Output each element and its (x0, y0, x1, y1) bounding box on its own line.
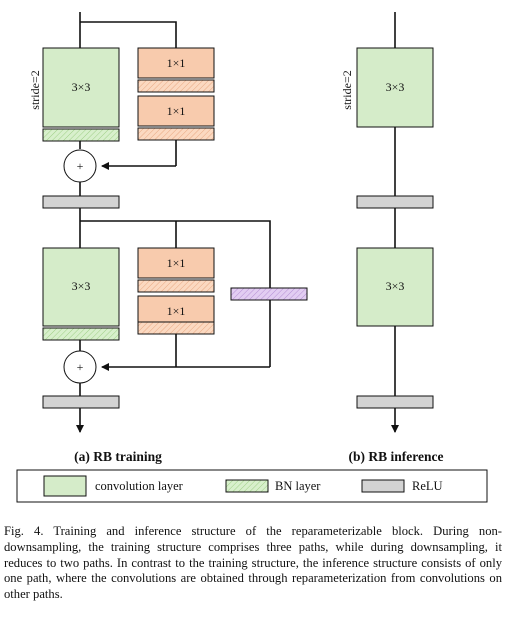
conv3x3-inference-1 (356, 47, 434, 128)
relu-block2 (42, 395, 120, 409)
conv3x3-label-inference-2: 3×3 (386, 279, 405, 293)
relu-inference-2 (356, 395, 434, 409)
block1-connections (76, 12, 271, 433)
legend-label-relu: ReLU (412, 479, 443, 493)
conv1x1-block2-a (137, 247, 215, 279)
panel-b-inference: stride=2 3×3 3×3 (b) RB inference (340, 12, 444, 464)
stride-label-a: stride=2 (28, 70, 42, 109)
panel-b-title: (b) RB inference (349, 449, 444, 464)
figure-caption: Fig. 4. Training and inference structure… (4, 524, 502, 602)
relu-inference-1 (356, 195, 434, 209)
legend-swatch-bn (225, 479, 269, 493)
bn-block2-3x3 (42, 327, 120, 341)
bn-identity-branch (230, 287, 308, 301)
bn-block1-1x1-a (137, 79, 215, 93)
conv1x1-label-block1-a: 1×1 (167, 56, 186, 70)
rb-structure-diagram: stride=2 3×3 1×1 1×1 + 3×3 1×1 1×1 + (16, 12, 488, 503)
conv1x1-block2-b (137, 295, 215, 327)
legend: convolution layer BN layer ReLU (16, 469, 488, 503)
legend-label-bn: BN layer (275, 479, 321, 493)
conv3x3-inference-2 (356, 247, 434, 327)
conv1x1-block1-a (137, 47, 215, 79)
stride-label-b: stride=2 (340, 70, 354, 109)
panel-a-title: (a) RB training (74, 449, 162, 464)
bn-block2-1x1-a (137, 279, 215, 293)
legend-swatch-relu (361, 479, 405, 493)
conv3x3-block2 (42, 247, 120, 327)
conv1x1-block1-b (137, 95, 215, 127)
conv3x3-block1 (42, 47, 120, 128)
conv3x3-label-block2: 3×3 (72, 279, 91, 293)
add-node-block2 (63, 350, 97, 384)
add-symbol-block2: + (77, 360, 84, 374)
relu-block1 (42, 195, 120, 209)
add-node-block1 (63, 149, 97, 183)
legend-swatch-convolution (43, 475, 87, 497)
bn-block2-1x1-b (137, 321, 215, 335)
conv1x1-label-block2-b: 1×1 (167, 304, 186, 318)
conv1x1-label-block2-a: 1×1 (167, 256, 186, 270)
conv3x3-label-block1: 3×3 (72, 80, 91, 94)
panel-a-training: stride=2 3×3 1×1 1×1 + 3×3 1×1 1×1 + (28, 12, 308, 464)
legend-label-convolution: convolution layer (95, 479, 184, 493)
add-symbol-block1: + (77, 159, 84, 173)
conv3x3-label-inference-1: 3×3 (386, 80, 405, 94)
bn-block1-1x1-b (137, 127, 215, 141)
bn-block1-3x3 (42, 128, 120, 142)
conv1x1-label-block1-b: 1×1 (167, 104, 186, 118)
